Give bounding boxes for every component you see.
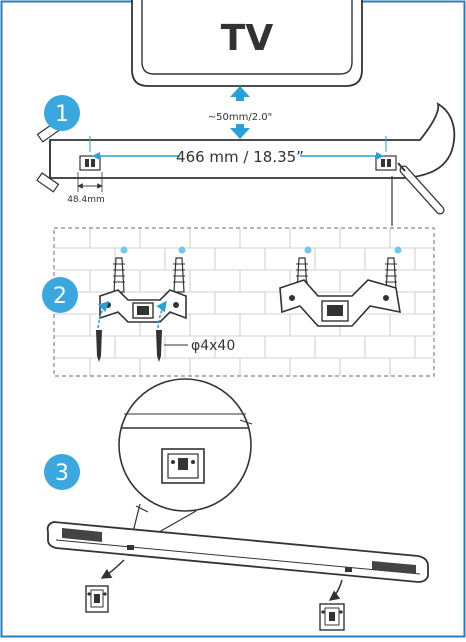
screw-icon <box>96 330 162 362</box>
step-3-badge <box>44 454 80 490</box>
bracket-mark-right <box>375 155 397 171</box>
bracket-icon-large <box>279 279 401 327</box>
arrow-double-vertical-icon <box>230 86 250 139</box>
step-1-badge <box>44 95 80 131</box>
bracket-mark-left <box>79 155 101 171</box>
tv-label: TV <box>221 18 274 59</box>
step-2-badge <box>42 277 78 313</box>
insert-arrows <box>97 300 167 329</box>
soundbar <box>46 521 429 583</box>
curved-arrow-icon <box>100 559 343 601</box>
tv-outline <box>131 0 363 87</box>
step-2-number: 2 <box>53 284 67 309</box>
drill-point-dots <box>120 246 402 254</box>
step-3-number: 3 <box>55 461 69 486</box>
anchor-ridges <box>113 263 397 283</box>
magnifier-callout-icon <box>118 378 253 545</box>
gap-label: ~50mm/2.0" <box>208 112 272 123</box>
screw-label: φ4x40 <box>191 338 235 354</box>
width-label: 466 mm / 18.35” <box>176 148 304 166</box>
bracket-icon <box>99 289 187 323</box>
arrow-double-horizontal-icon <box>92 152 384 160</box>
bracket-small-right <box>319 603 345 631</box>
screwdriver-icon <box>397 162 445 215</box>
step-1-number: 1 <box>55 102 69 127</box>
step1-template <box>36 102 456 193</box>
bracket-small-left <box>85 585 109 613</box>
bracket-width-label: 48.4mm <box>67 195 105 205</box>
